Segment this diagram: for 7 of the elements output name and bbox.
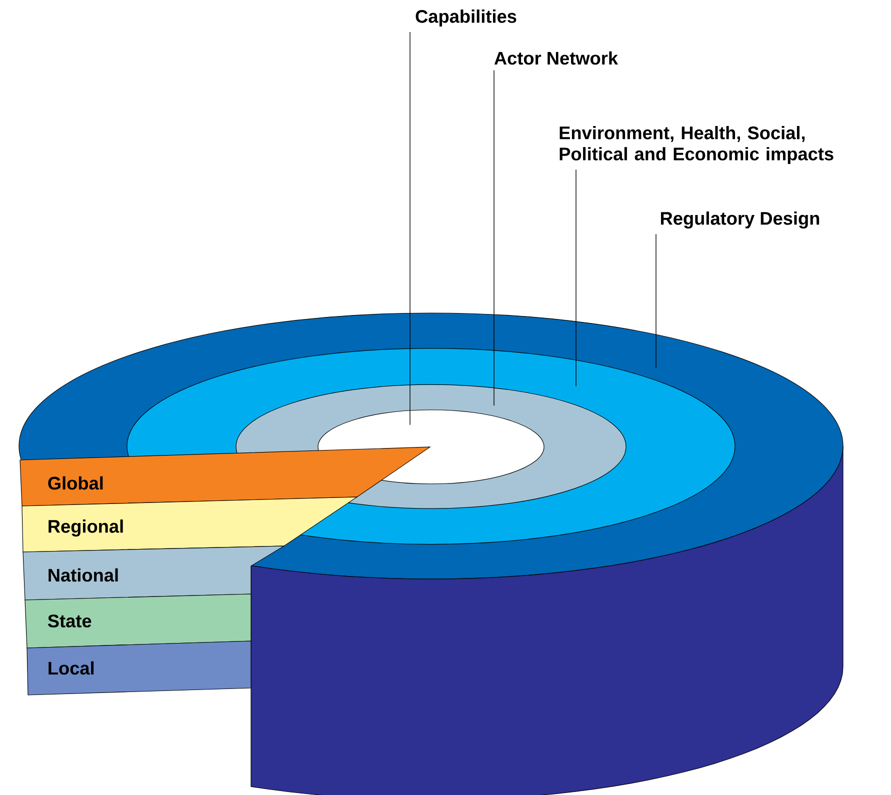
ring-label: Actor Network xyxy=(494,51,618,65)
layer-band: Local xyxy=(26,640,252,696)
ring-label: Capabilities xyxy=(416,10,516,26)
layer-band: National xyxy=(22,546,286,600)
ring-label: Environment, Health, Social, Political and Economic impacts xyxy=(560,126,834,164)
ring-label: Regulatory Design xyxy=(661,212,820,228)
layer-band: State xyxy=(24,594,252,648)
